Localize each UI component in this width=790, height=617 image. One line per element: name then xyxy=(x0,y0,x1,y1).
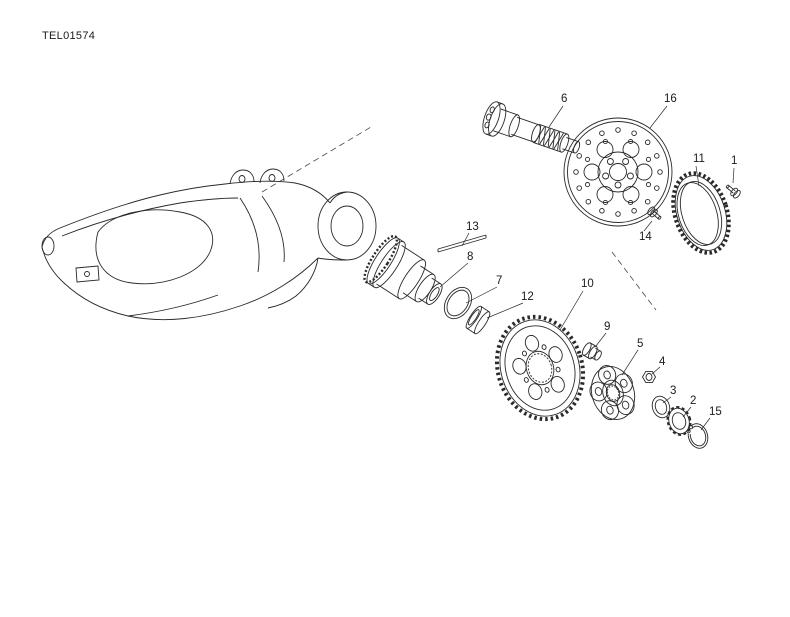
nut-4-drawing xyxy=(643,371,656,382)
circlip-15-drawing xyxy=(685,421,711,451)
callout-7: 7 xyxy=(496,275,502,287)
screw-14-drawing xyxy=(646,206,663,222)
callout-13: 13 xyxy=(466,221,479,233)
callout-10: 10 xyxy=(581,278,594,290)
washer-3-drawing xyxy=(650,394,673,420)
rear-hub-drawing xyxy=(359,232,453,319)
callout-15: 15 xyxy=(709,406,722,418)
drawing-code-label: TEL01574 xyxy=(42,30,95,42)
callout-numbers: 6 16 11 1 14 13 8 7 12 10 9 5 4 3 2 15 xyxy=(466,93,737,418)
callout-5: 5 xyxy=(637,338,643,350)
callout-1: 1 xyxy=(731,155,737,167)
callout-11: 11 xyxy=(693,153,705,165)
callout-3: 3 xyxy=(670,385,676,397)
wheel-spindle-drawing xyxy=(479,100,584,165)
callout-12: 12 xyxy=(521,291,534,303)
bushing-12-drawing xyxy=(464,304,492,335)
callout-9: 9 xyxy=(604,321,610,333)
spacer-9-drawing xyxy=(581,341,604,362)
callout-leader-lines xyxy=(440,106,734,430)
ring-nut-2-drawing xyxy=(664,404,694,437)
abs-phonic-ring-drawing xyxy=(664,166,739,260)
sprocket-drawing xyxy=(484,306,596,431)
callout-6: 6 xyxy=(561,93,567,105)
callout-2: 2 xyxy=(690,395,696,407)
callout-4: 4 xyxy=(659,356,666,368)
callout-16: 16 xyxy=(664,93,677,105)
callout-14: 14 xyxy=(639,231,652,243)
spacer-rod-drawing xyxy=(438,235,486,252)
ring-7-drawing xyxy=(439,282,478,324)
sprocket-flange-drawing xyxy=(583,359,642,425)
callout-8: 8 xyxy=(467,251,473,263)
brake-disc-drawing xyxy=(564,118,672,226)
screw-1-drawing xyxy=(724,182,742,199)
swingarm-drawing xyxy=(42,169,376,320)
